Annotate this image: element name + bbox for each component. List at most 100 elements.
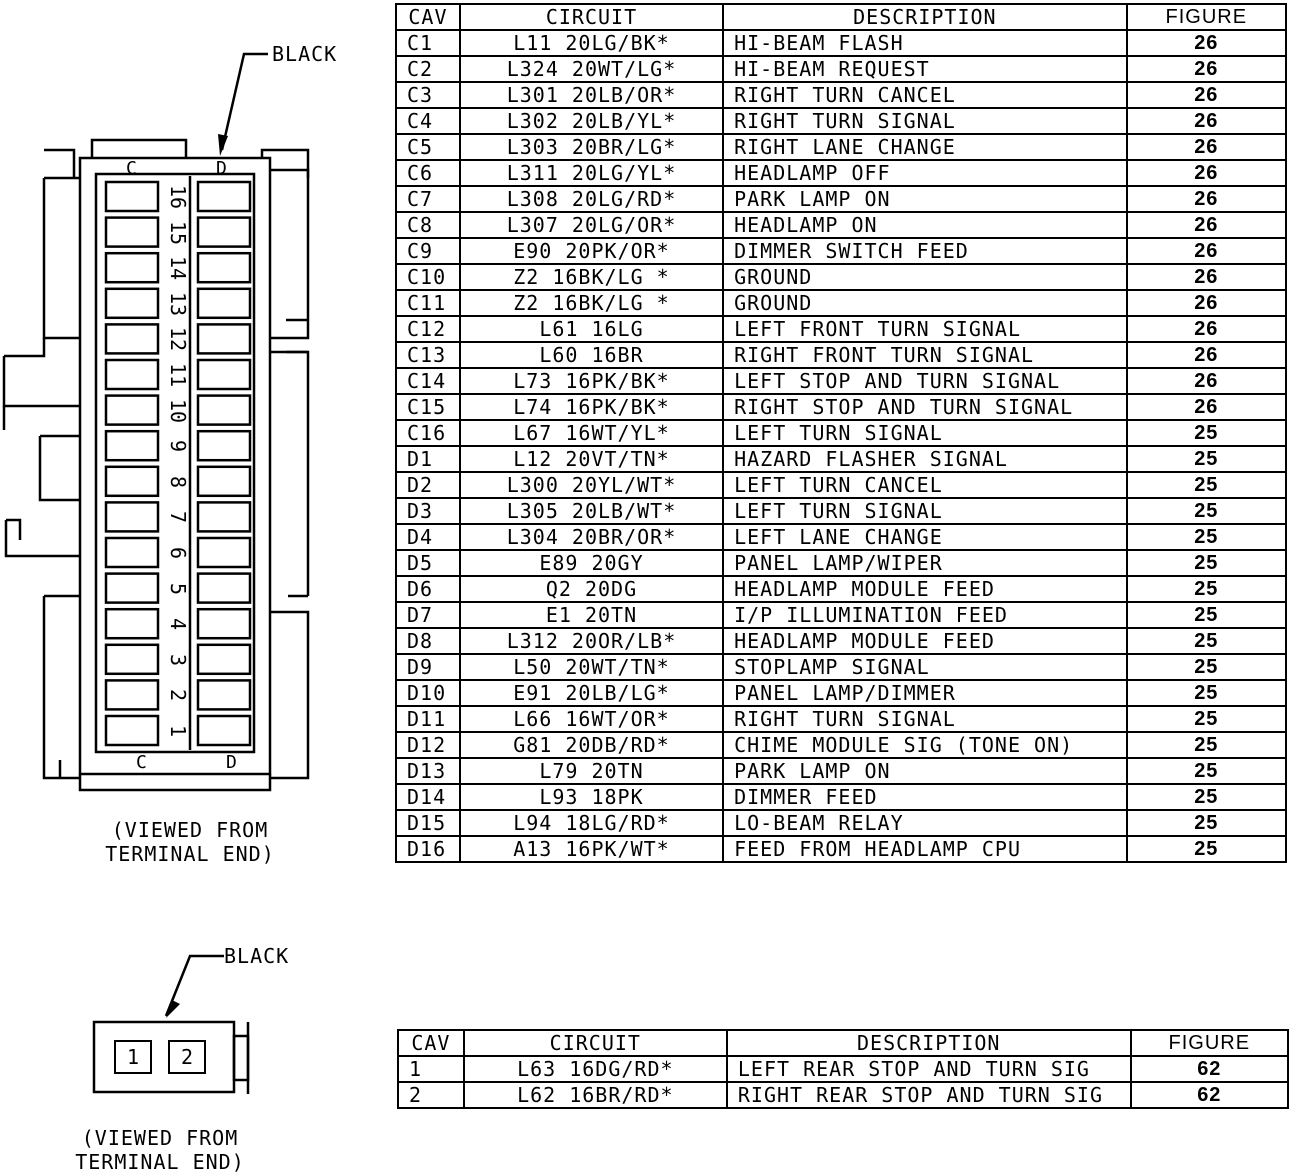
cell-circuit: Z2 16BK/LG *: [458, 289, 725, 317]
cell-figure: 26: [1125, 133, 1288, 161]
cavity-c: [104, 394, 160, 426]
cell-cav: D9: [395, 653, 461, 681]
main-connector-caption: (VIEWED FROM TERMINAL END): [60, 818, 320, 866]
cell-description: I/P ILLUMINATION FEED: [722, 601, 1128, 629]
cell-cav: D11: [395, 705, 461, 733]
cavity-c: [104, 180, 160, 213]
cell-description: HI-BEAM FLASH: [722, 29, 1128, 57]
cell-circuit: L61 16LG: [458, 315, 725, 343]
cell-cav: D16: [395, 835, 461, 863]
cell-cav: D3: [395, 497, 461, 525]
pin-number: 12: [166, 327, 190, 352]
cell-figure: 26: [1125, 107, 1288, 135]
cell-description: PANEL LAMP/DIMMER: [722, 679, 1128, 707]
header-description: DESCRIPTION: [725, 1029, 1132, 1057]
cell-cav: D15: [395, 809, 461, 837]
cell-cav: D1: [395, 445, 461, 473]
cell-figure: 25: [1125, 601, 1288, 629]
cell-figure: 26: [1125, 29, 1288, 57]
pin-number: 8: [166, 475, 190, 488]
cell-cav: D8: [395, 627, 461, 655]
cell-circuit: L304 20BR/OR*: [458, 523, 725, 551]
pin-number: 10: [166, 398, 190, 423]
cell-circuit: L66 16WT/OR*: [458, 705, 725, 733]
cell-cav: D13: [395, 757, 461, 785]
cell-cav: D2: [395, 471, 461, 499]
cavity-c: [104, 251, 160, 284]
cell-circuit: L308 20LG/RD*: [458, 185, 725, 213]
cell-description: DIMMER SWITCH FEED: [722, 237, 1128, 265]
cell-figure: 25: [1125, 523, 1288, 551]
cavity-d: [196, 251, 252, 284]
cavity-c: [104, 323, 160, 355]
cell-cav: C2: [395, 55, 461, 83]
cell-figure: 25: [1125, 471, 1288, 499]
cell-circuit: L307 20LG/OR*: [458, 211, 725, 239]
header-cav: CAV: [395, 3, 461, 31]
cell-figure: 25: [1125, 757, 1288, 785]
cell-circuit: A13 16PK/WT*: [458, 835, 725, 863]
caption-line-2: TERMINAL END): [105, 842, 275, 866]
cell-description: HI-BEAM REQUEST: [722, 55, 1128, 83]
cell-description: FEED FROM HEADLAMP CPU: [722, 835, 1128, 863]
column-label-c-bottom: C: [136, 752, 148, 773]
cell-description: RIGHT TURN SIGNAL: [722, 705, 1128, 733]
cell-figure: 26: [1125, 263, 1288, 291]
pin-number: 9: [166, 440, 190, 453]
header-cav: CAV: [397, 1029, 465, 1057]
column-label-d-top: D: [216, 158, 228, 179]
cell-cav: C16: [395, 419, 461, 447]
cell-figure: 25: [1125, 835, 1288, 863]
cell-cav: D12: [395, 731, 461, 759]
cell-description: HEADLAMP MODULE FEED: [722, 575, 1128, 603]
cavity-d: [196, 536, 252, 569]
cell-description: HEADLAMP MODULE FEED: [722, 627, 1128, 655]
cell-description: RIGHT REAR STOP AND TURN SIG: [725, 1081, 1132, 1109]
cell-figure: 25: [1125, 705, 1288, 733]
cell-circuit: L311 20LG/YL*: [458, 159, 725, 187]
cell-description: LO-BEAM RELAY: [722, 809, 1128, 837]
cell-cav: C15: [395, 393, 461, 421]
cell-cav: C13: [395, 341, 461, 369]
cell-circuit: L303 20BR/LG*: [458, 133, 725, 161]
cell-figure: 62: [1129, 1055, 1290, 1083]
cell-cav: 1: [397, 1055, 465, 1083]
cell-description: LEFT REAR STOP AND TURN SIG: [725, 1055, 1132, 1083]
cell-cav: D14: [395, 783, 461, 811]
cell-description: RIGHT STOP AND TURN SIGNAL: [722, 393, 1128, 421]
cell-figure: 25: [1125, 497, 1288, 525]
pin-number: 14: [166, 256, 190, 281]
cavity-c: [104, 287, 160, 320]
header-description: DESCRIPTION: [722, 3, 1128, 31]
cell-circuit: L50 20WT/TN*: [458, 653, 725, 681]
cell-circuit: E91 20LB/LG*: [458, 679, 725, 707]
cavity-c: [104, 679, 160, 711]
cavity-d: [196, 679, 252, 711]
cavity-c: [104, 572, 160, 604]
cell-cav: C3: [395, 81, 461, 109]
cell-description: GROUND: [722, 263, 1128, 291]
cell-figure: 26: [1125, 159, 1288, 187]
small-cavity-2: 2: [168, 1040, 206, 1074]
